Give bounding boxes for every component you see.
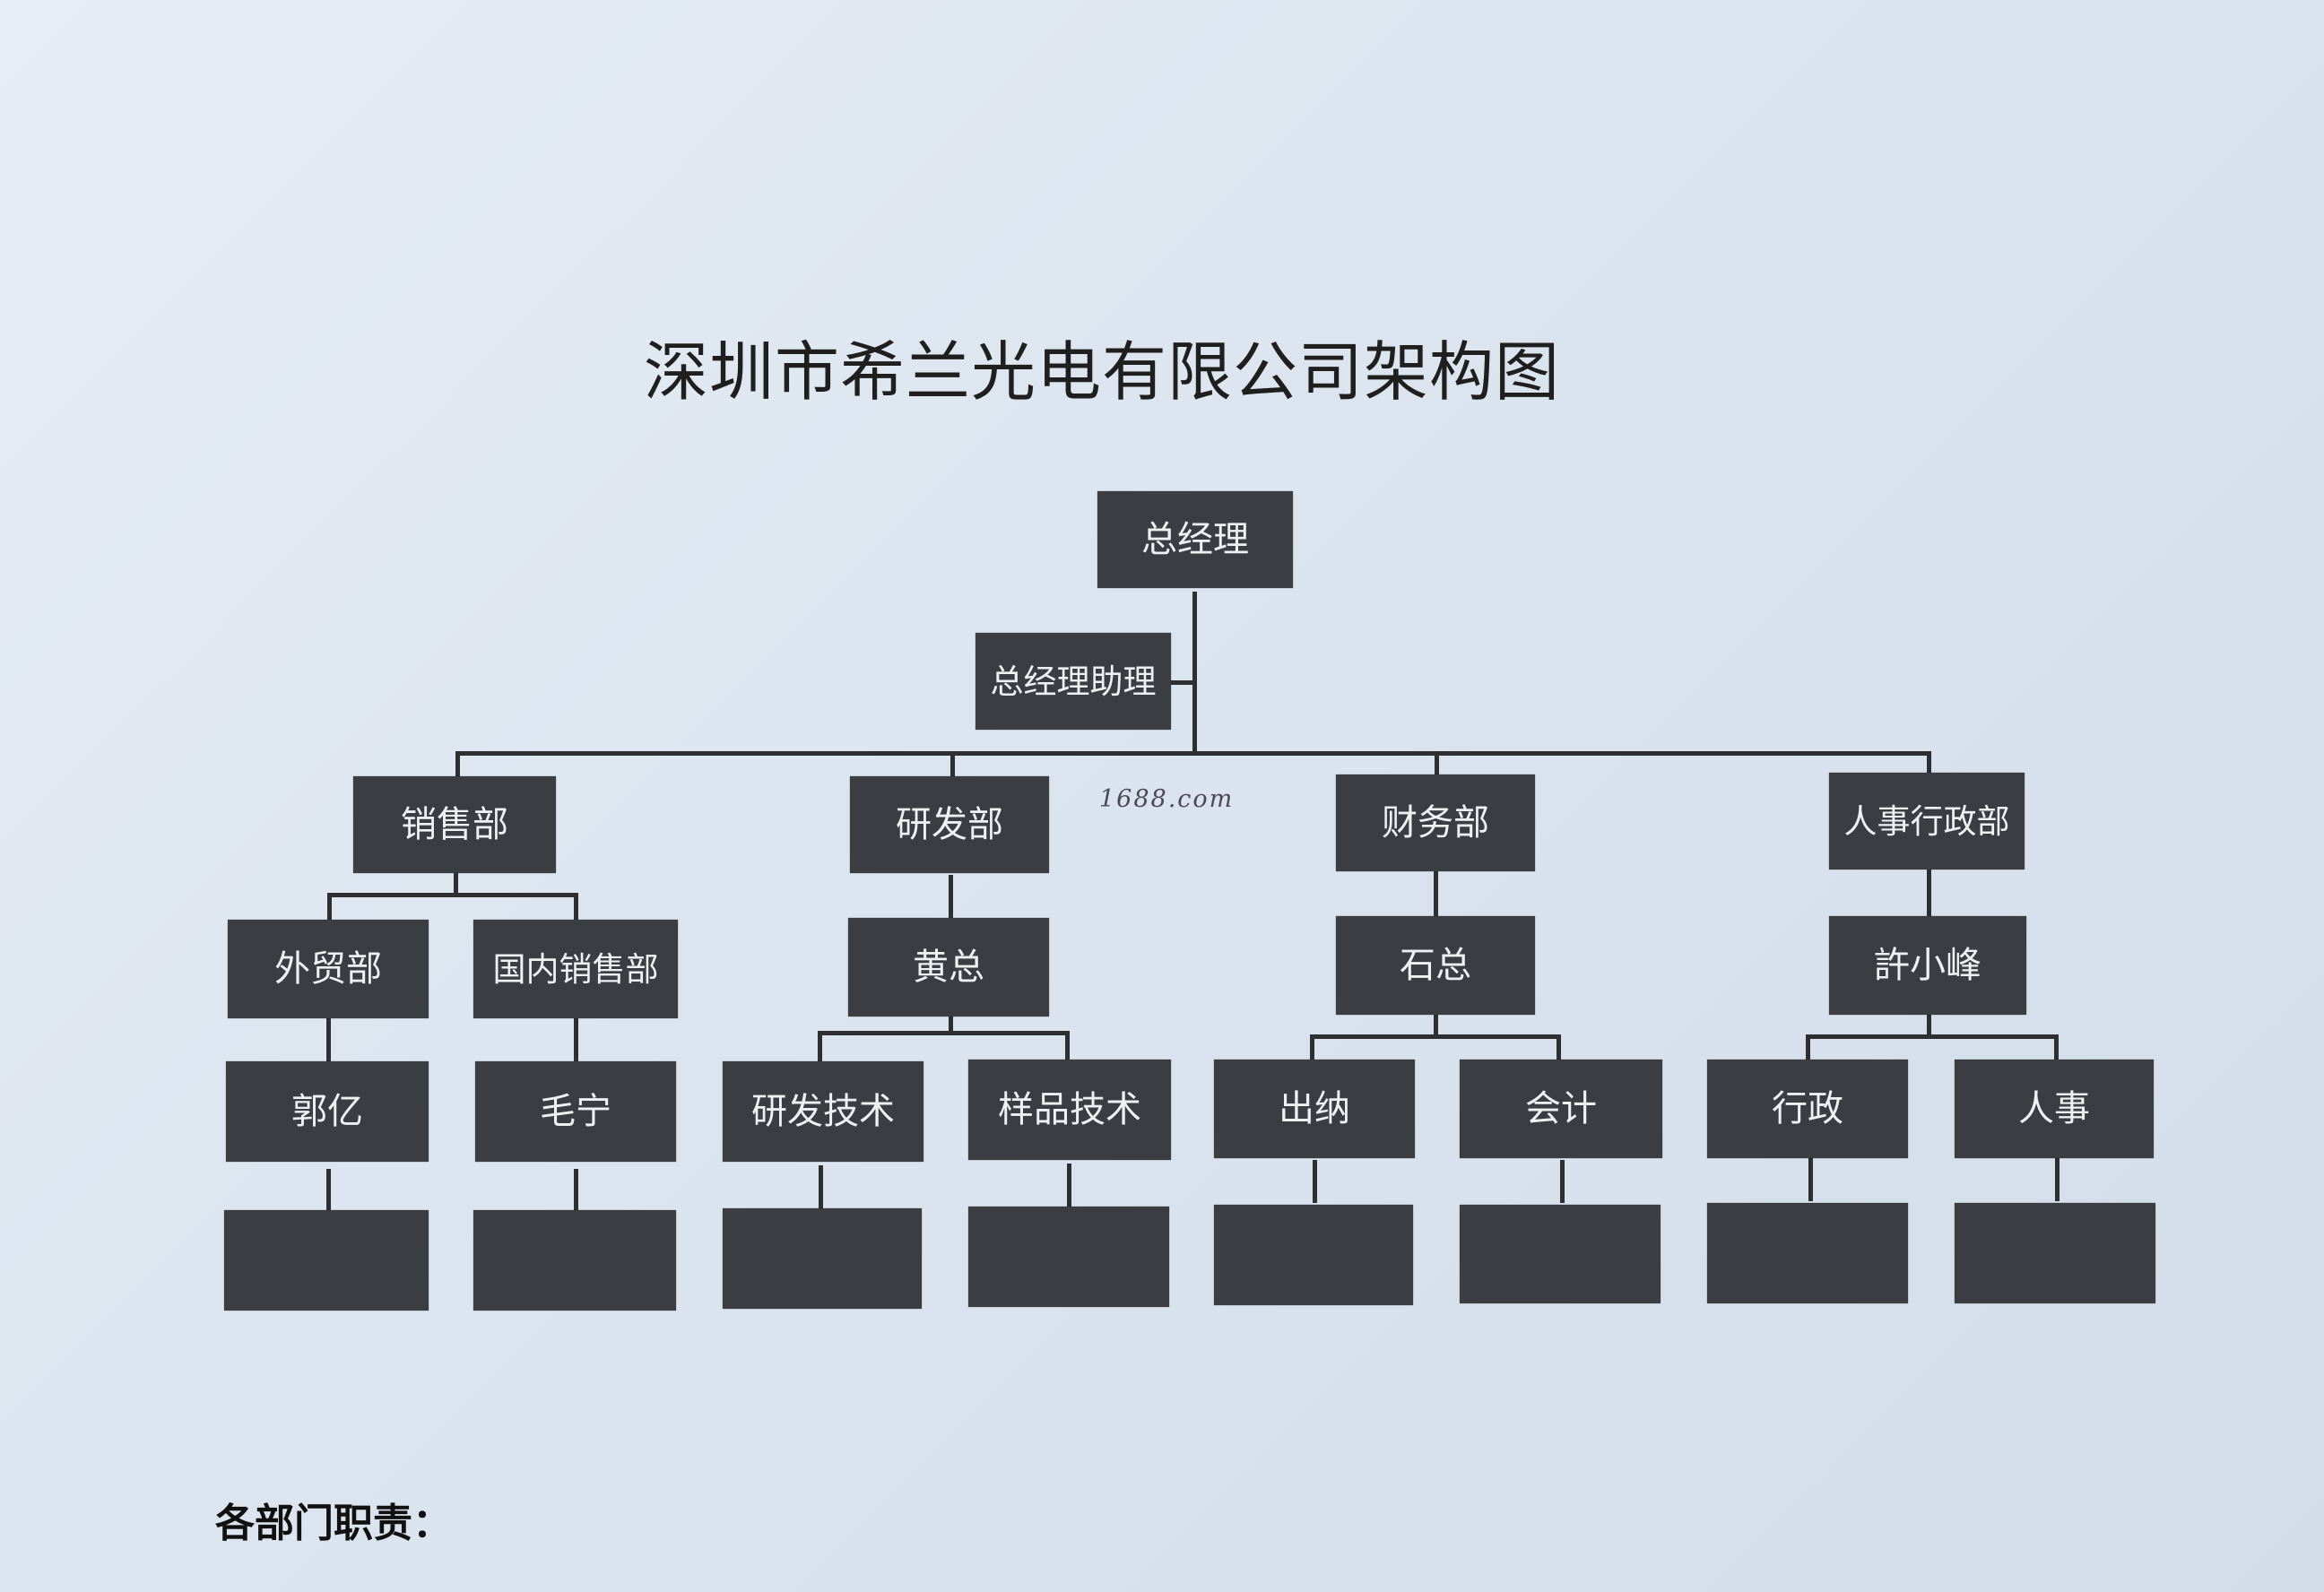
node-ceo: 总经理 — [1097, 491, 1293, 588]
connector-line — [1927, 1013, 1931, 1036]
connector-line — [949, 875, 953, 918]
connector-line — [574, 1017, 578, 1061]
connector-line — [1557, 1034, 1561, 1061]
node-finance-head: 石总 — [1336, 916, 1535, 1015]
empty-node — [1460, 1205, 1661, 1303]
node-rd-head: 黄总 — [848, 918, 1049, 1017]
node-label: 总经理 — [1141, 519, 1249, 560]
connector-line — [1065, 1031, 1070, 1061]
connector-line — [1310, 1034, 1314, 1061]
connector-line — [326, 1169, 331, 1210]
empty-node — [1707, 1203, 1908, 1303]
connector-line — [574, 1169, 578, 1210]
node-personnel: 人事 — [1955, 1060, 2154, 1158]
connector-line — [818, 1031, 1069, 1035]
connector-line — [2055, 1158, 2060, 1201]
connector-line — [2054, 1034, 2059, 1061]
node-label: 会计 — [1525, 1088, 1597, 1129]
node-label: 外贸部 — [274, 948, 382, 990]
connector-line — [949, 1015, 953, 1033]
node-accounting: 会计 — [1460, 1060, 1662, 1158]
node-rd-tech: 研发技术 — [723, 1061, 924, 1162]
node-finance-dept: 财务部 — [1336, 774, 1535, 871]
watermark: 1688.com — [1099, 785, 1235, 813]
connector-line — [1806, 1034, 2059, 1039]
node-label: 样品技术 — [998, 1089, 1141, 1130]
node-label: 研发技术 — [751, 1091, 895, 1132]
node-label: 人事行政部 — [1843, 801, 2010, 841]
page-title: 深圳市希兰光电有限公司架构图 — [644, 334, 1561, 410]
connector-line — [1806, 1034, 1810, 1061]
node-admin: 行政 — [1707, 1060, 1908, 1158]
node-label: 郭亿 — [291, 1091, 363, 1132]
connector-line — [1171, 680, 1194, 685]
connector-line — [455, 751, 1931, 756]
connector-line — [818, 1031, 822, 1061]
connector-line — [455, 751, 460, 780]
node-label: 石总 — [1400, 945, 1471, 986]
connector-line — [326, 1017, 331, 1061]
node-sales-dept: 销售部 — [353, 776, 556, 873]
node-ceo-assistant: 总经理助理 — [976, 633, 1171, 730]
connector-line — [950, 751, 955, 780]
connector-line — [1434, 870, 1438, 916]
node-hr-head: 許小峰 — [1829, 916, 2026, 1015]
empty-node — [723, 1208, 922, 1309]
connector-line — [1560, 1160, 1565, 1203]
node-label: 财务部 — [1382, 802, 1489, 844]
node-label: 出纳 — [1279, 1088, 1350, 1129]
empty-node — [968, 1207, 1169, 1307]
connector-line — [327, 893, 332, 920]
empty-node — [473, 1210, 676, 1311]
connector-line — [1067, 1164, 1071, 1207]
connector-line — [819, 1165, 823, 1208]
empty-node — [224, 1210, 429, 1311]
node-label: 許小峰 — [1874, 945, 1981, 986]
connector-line — [1808, 1158, 1813, 1201]
node-hr-admin-dept: 人事行政部 — [1829, 773, 2025, 870]
connector-line — [1313, 1160, 1317, 1203]
node-cashier: 出纳 — [1214, 1060, 1415, 1158]
node-rd-dept: 研发部 — [850, 776, 1049, 873]
connector-line — [1927, 870, 1931, 916]
connector-line — [327, 893, 578, 897]
node-foreign-trade: 外贸部 — [228, 920, 429, 1018]
connector-line — [1927, 751, 1931, 780]
node-label: 毛宁 — [540, 1091, 611, 1132]
node-label: 研发部 — [896, 804, 1003, 845]
node-label: 总经理助理 — [990, 662, 1157, 701]
node-domestic-sales: 国内销售部 — [473, 920, 678, 1018]
connector-line — [454, 870, 458, 895]
node-label: 行政 — [1772, 1088, 1843, 1129]
connector-line — [1435, 751, 1439, 780]
connector-line — [574, 893, 578, 920]
connector-line — [1310, 1034, 1561, 1039]
empty-node — [1955, 1203, 2155, 1303]
empty-node — [1214, 1205, 1413, 1305]
node-domestic-sales-staff: 毛宁 — [475, 1061, 676, 1162]
connector-line — [1434, 1013, 1438, 1036]
node-foreign-trade-staff: 郭亿 — [226, 1061, 429, 1162]
node-label: 人事 — [2018, 1088, 2090, 1129]
node-label: 黄总 — [913, 947, 984, 988]
section-heading: 各部门职责： — [215, 1501, 452, 1546]
node-sample-tech: 样品技术 — [968, 1060, 1171, 1160]
node-label: 销售部 — [401, 804, 508, 845]
node-label: 国内销售部 — [492, 949, 659, 989]
connector-line — [1192, 592, 1197, 753]
